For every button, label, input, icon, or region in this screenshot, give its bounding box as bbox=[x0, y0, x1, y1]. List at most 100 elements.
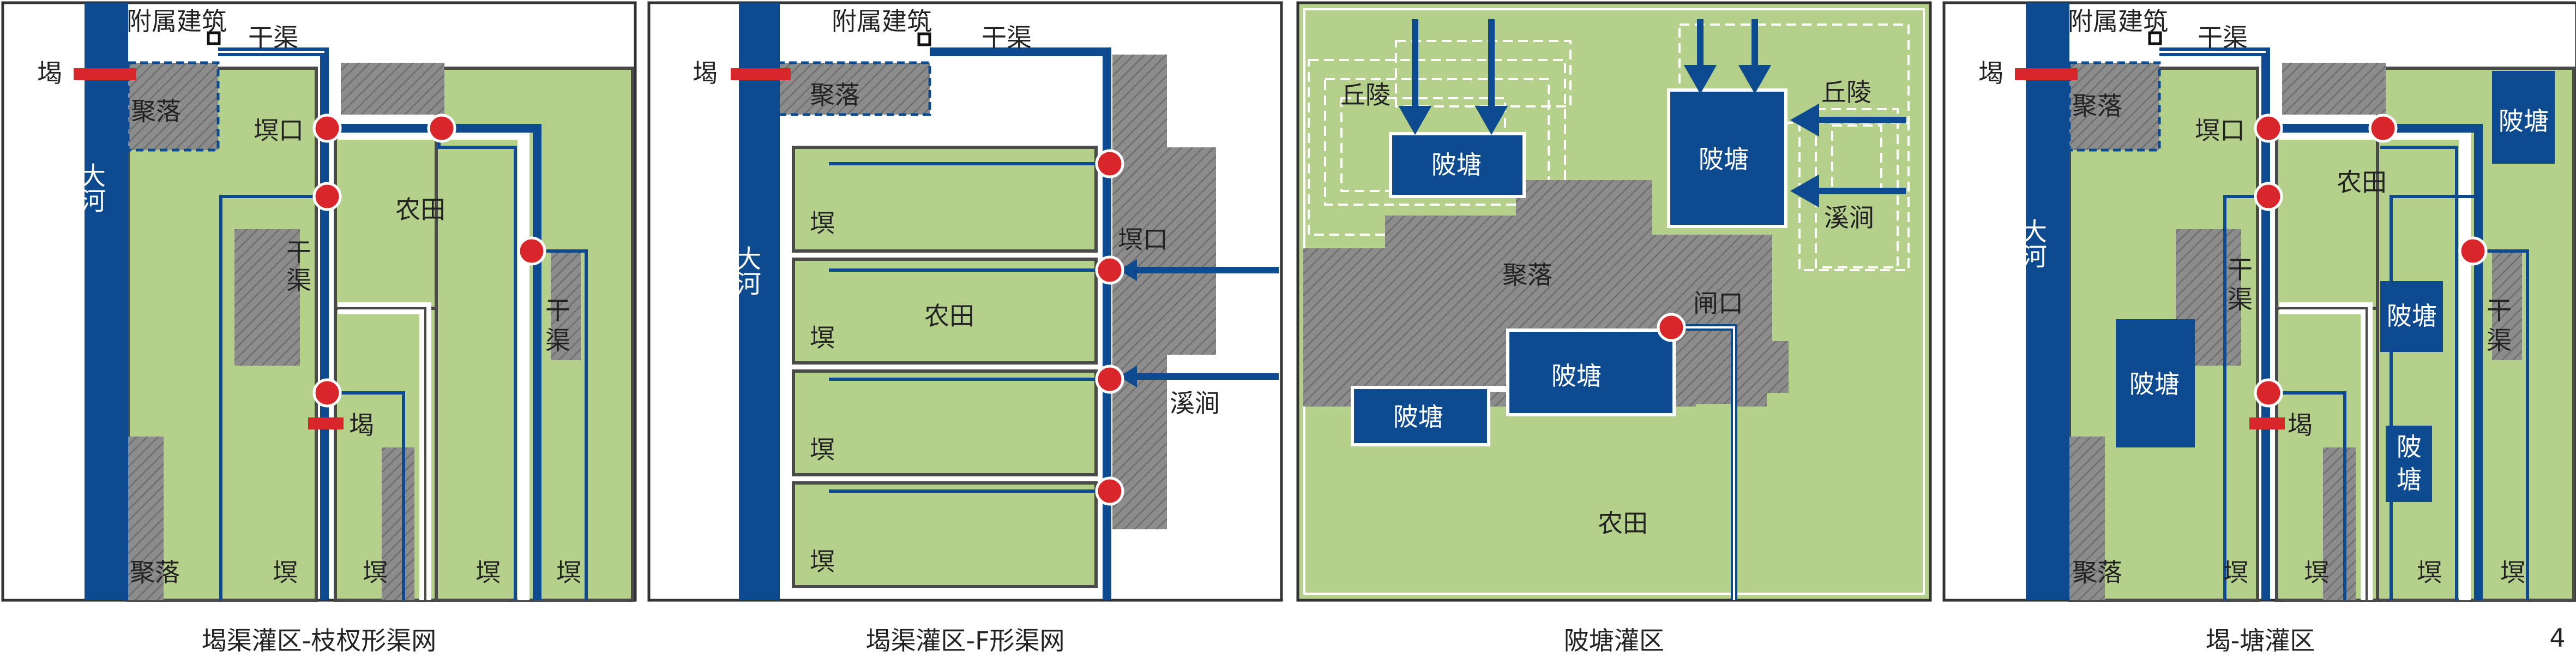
pond-label-v2: 塘 bbox=[2397, 465, 2422, 494]
hills-label: 丘陵 bbox=[1821, 77, 1871, 107]
weir-label-2: 堨 bbox=[349, 410, 374, 440]
caption-panel-2: 堨渠灌区-F形渠网 bbox=[865, 626, 1064, 655]
panel-4: 附属建筑 干渠 堨 聚落 塓口 农田 陂塘 大河 干 渠 陂塘 干 渠 陂塘 堨… bbox=[1942, 1, 2576, 602]
canal-label-3: 干 bbox=[545, 296, 570, 325]
panel-3: 丘陵 丘陵 陂塘 陂塘 溪涧 聚落 闸口 陂塘 陂塘 农田 bbox=[1296, 1, 1932, 602]
farmland-row bbox=[792, 369, 1098, 476]
weir-label: 堨 bbox=[1978, 58, 2003, 88]
outlet-label: 塓口 bbox=[254, 116, 304, 145]
outlet-node bbox=[517, 236, 546, 266]
annex-building-icon bbox=[2148, 31, 2162, 45]
outlet-node bbox=[427, 114, 456, 143]
pond-label: 陂塘 bbox=[1393, 402, 1443, 432]
pond-label: 陂塘 bbox=[1699, 145, 1749, 174]
panel-2: 附属建筑 干渠 堨 聚落 大河 塓 农田 塓 塓 塓 塓口 溪涧 bbox=[647, 1, 1283, 602]
main-canal-label: 干渠 bbox=[2198, 23, 2248, 52]
outlet-node bbox=[2368, 114, 2398, 143]
weir-label-2: 堨 bbox=[2288, 410, 2313, 440]
settlement-label-2: 聚落 bbox=[2072, 558, 2122, 587]
outlet-node bbox=[312, 378, 342, 408]
plot-label: 塓 bbox=[810, 323, 835, 353]
hills-label: 丘陵 bbox=[1340, 80, 1391, 110]
outlet-node bbox=[1095, 476, 1124, 506]
plot-label: 塓 bbox=[363, 558, 388, 587]
caption-panel-4: 堨-塘灌区 bbox=[2206, 626, 2315, 655]
pond-3b bbox=[1667, 88, 1787, 228]
outlet-node bbox=[1095, 149, 1124, 178]
gate-label: 闸口 bbox=[1693, 289, 1743, 318]
river-2 bbox=[739, 3, 780, 600]
river-1 bbox=[85, 3, 128, 600]
pond-4a bbox=[2492, 71, 2555, 164]
settlement-1a bbox=[127, 61, 220, 152]
farmland-row bbox=[792, 258, 1098, 365]
canal-label-3: 干 bbox=[2487, 296, 2512, 325]
weir-label: 堨 bbox=[693, 58, 718, 88]
outlet-node bbox=[2254, 378, 2283, 408]
panel-1: 附属建筑 干渠 堨 聚落 塓口 农田 大河 干 渠 干 渠 堨 聚落 塓 塓 塓… bbox=[1, 1, 637, 602]
pond-label: 陂塘 bbox=[1551, 361, 1602, 391]
outlet-label: 塓口 bbox=[1118, 225, 1168, 254]
weir-2 bbox=[731, 68, 791, 80]
annex-label: 附属建筑 bbox=[2068, 7, 2168, 36]
settlement-2a bbox=[775, 61, 931, 116]
weir-1b bbox=[308, 417, 344, 429]
annex-building-icon bbox=[207, 31, 221, 45]
gate-node bbox=[1657, 313, 1686, 342]
plot-label: 塓 bbox=[810, 208, 835, 238]
plot-label: 塓 bbox=[2223, 558, 2248, 587]
main-canal-label: 干渠 bbox=[248, 23, 298, 52]
plot-label: 塓 bbox=[2417, 558, 2442, 587]
farmland-label: 农田 bbox=[395, 195, 446, 224]
outlet-node bbox=[1095, 365, 1124, 394]
page-number: 4 bbox=[2549, 623, 2565, 653]
canal-label-4: 渠 bbox=[2487, 326, 2512, 355]
settlement-label: 聚落 bbox=[810, 80, 860, 110]
plot-label: 塓 bbox=[556, 558, 581, 587]
pond-label: 陂塘 bbox=[2499, 106, 2549, 136]
canal-label-2: 渠 bbox=[2228, 285, 2253, 314]
pond-label: 陂塘 bbox=[2387, 301, 2437, 331]
annex-building-icon bbox=[917, 32, 931, 46]
pond-label: 陂塘 bbox=[1431, 150, 1482, 180]
main-canal-label: 干渠 bbox=[982, 23, 1032, 52]
outlet-label: 塓口 bbox=[2195, 116, 2245, 145]
river-label-1: 大河 bbox=[77, 163, 106, 213]
outlet-node bbox=[1095, 255, 1124, 285]
farmland-label: 农田 bbox=[1598, 509, 1648, 538]
pond-4b bbox=[2116, 319, 2195, 447]
canal-label-1: 干 bbox=[286, 237, 311, 267]
farmland-row bbox=[792, 481, 1098, 588]
plot-label: 塓 bbox=[2304, 558, 2329, 587]
river-label-4: 大河 bbox=[2018, 218, 2048, 268]
settlement-label: 聚落 bbox=[1502, 260, 1552, 290]
pond-label-v1: 陂 bbox=[2397, 432, 2422, 462]
pond-3c bbox=[1351, 328, 1676, 446]
outlet-node bbox=[312, 114, 342, 143]
pond-label: 陂塘 bbox=[2129, 369, 2180, 399]
pond-3a bbox=[1389, 132, 1526, 198]
weir-1a bbox=[74, 68, 136, 80]
plot-label: 塓 bbox=[810, 435, 835, 464]
canal-label-4: 渠 bbox=[545, 326, 570, 355]
annex-label: 附属建筑 bbox=[832, 7, 932, 36]
outlet-node bbox=[312, 182, 342, 211]
outlet-node bbox=[2254, 182, 2283, 211]
pond-4d bbox=[2386, 426, 2432, 502]
settlement-label-2: 聚落 bbox=[130, 558, 180, 587]
canal-label-2: 渠 bbox=[286, 266, 311, 295]
plot-label: 塓 bbox=[810, 547, 835, 576]
plot-label: 塓 bbox=[476, 558, 501, 587]
outlet-node bbox=[2254, 114, 2283, 143]
canal-label-1: 干 bbox=[2228, 255, 2253, 284]
river-4 bbox=[2026, 3, 2069, 600]
plot-label: 塓 bbox=[273, 558, 298, 587]
weir-label: 堨 bbox=[37, 58, 62, 88]
farmland-label: 农田 bbox=[2337, 168, 2387, 197]
river-label-2: 大河 bbox=[732, 246, 762, 296]
pond-4c bbox=[2380, 281, 2443, 352]
caption-panel-3: 陂塘灌区 bbox=[1564, 626, 1664, 655]
stream-label: 溪涧 bbox=[1170, 389, 1220, 418]
outlet-node bbox=[2458, 236, 2488, 266]
